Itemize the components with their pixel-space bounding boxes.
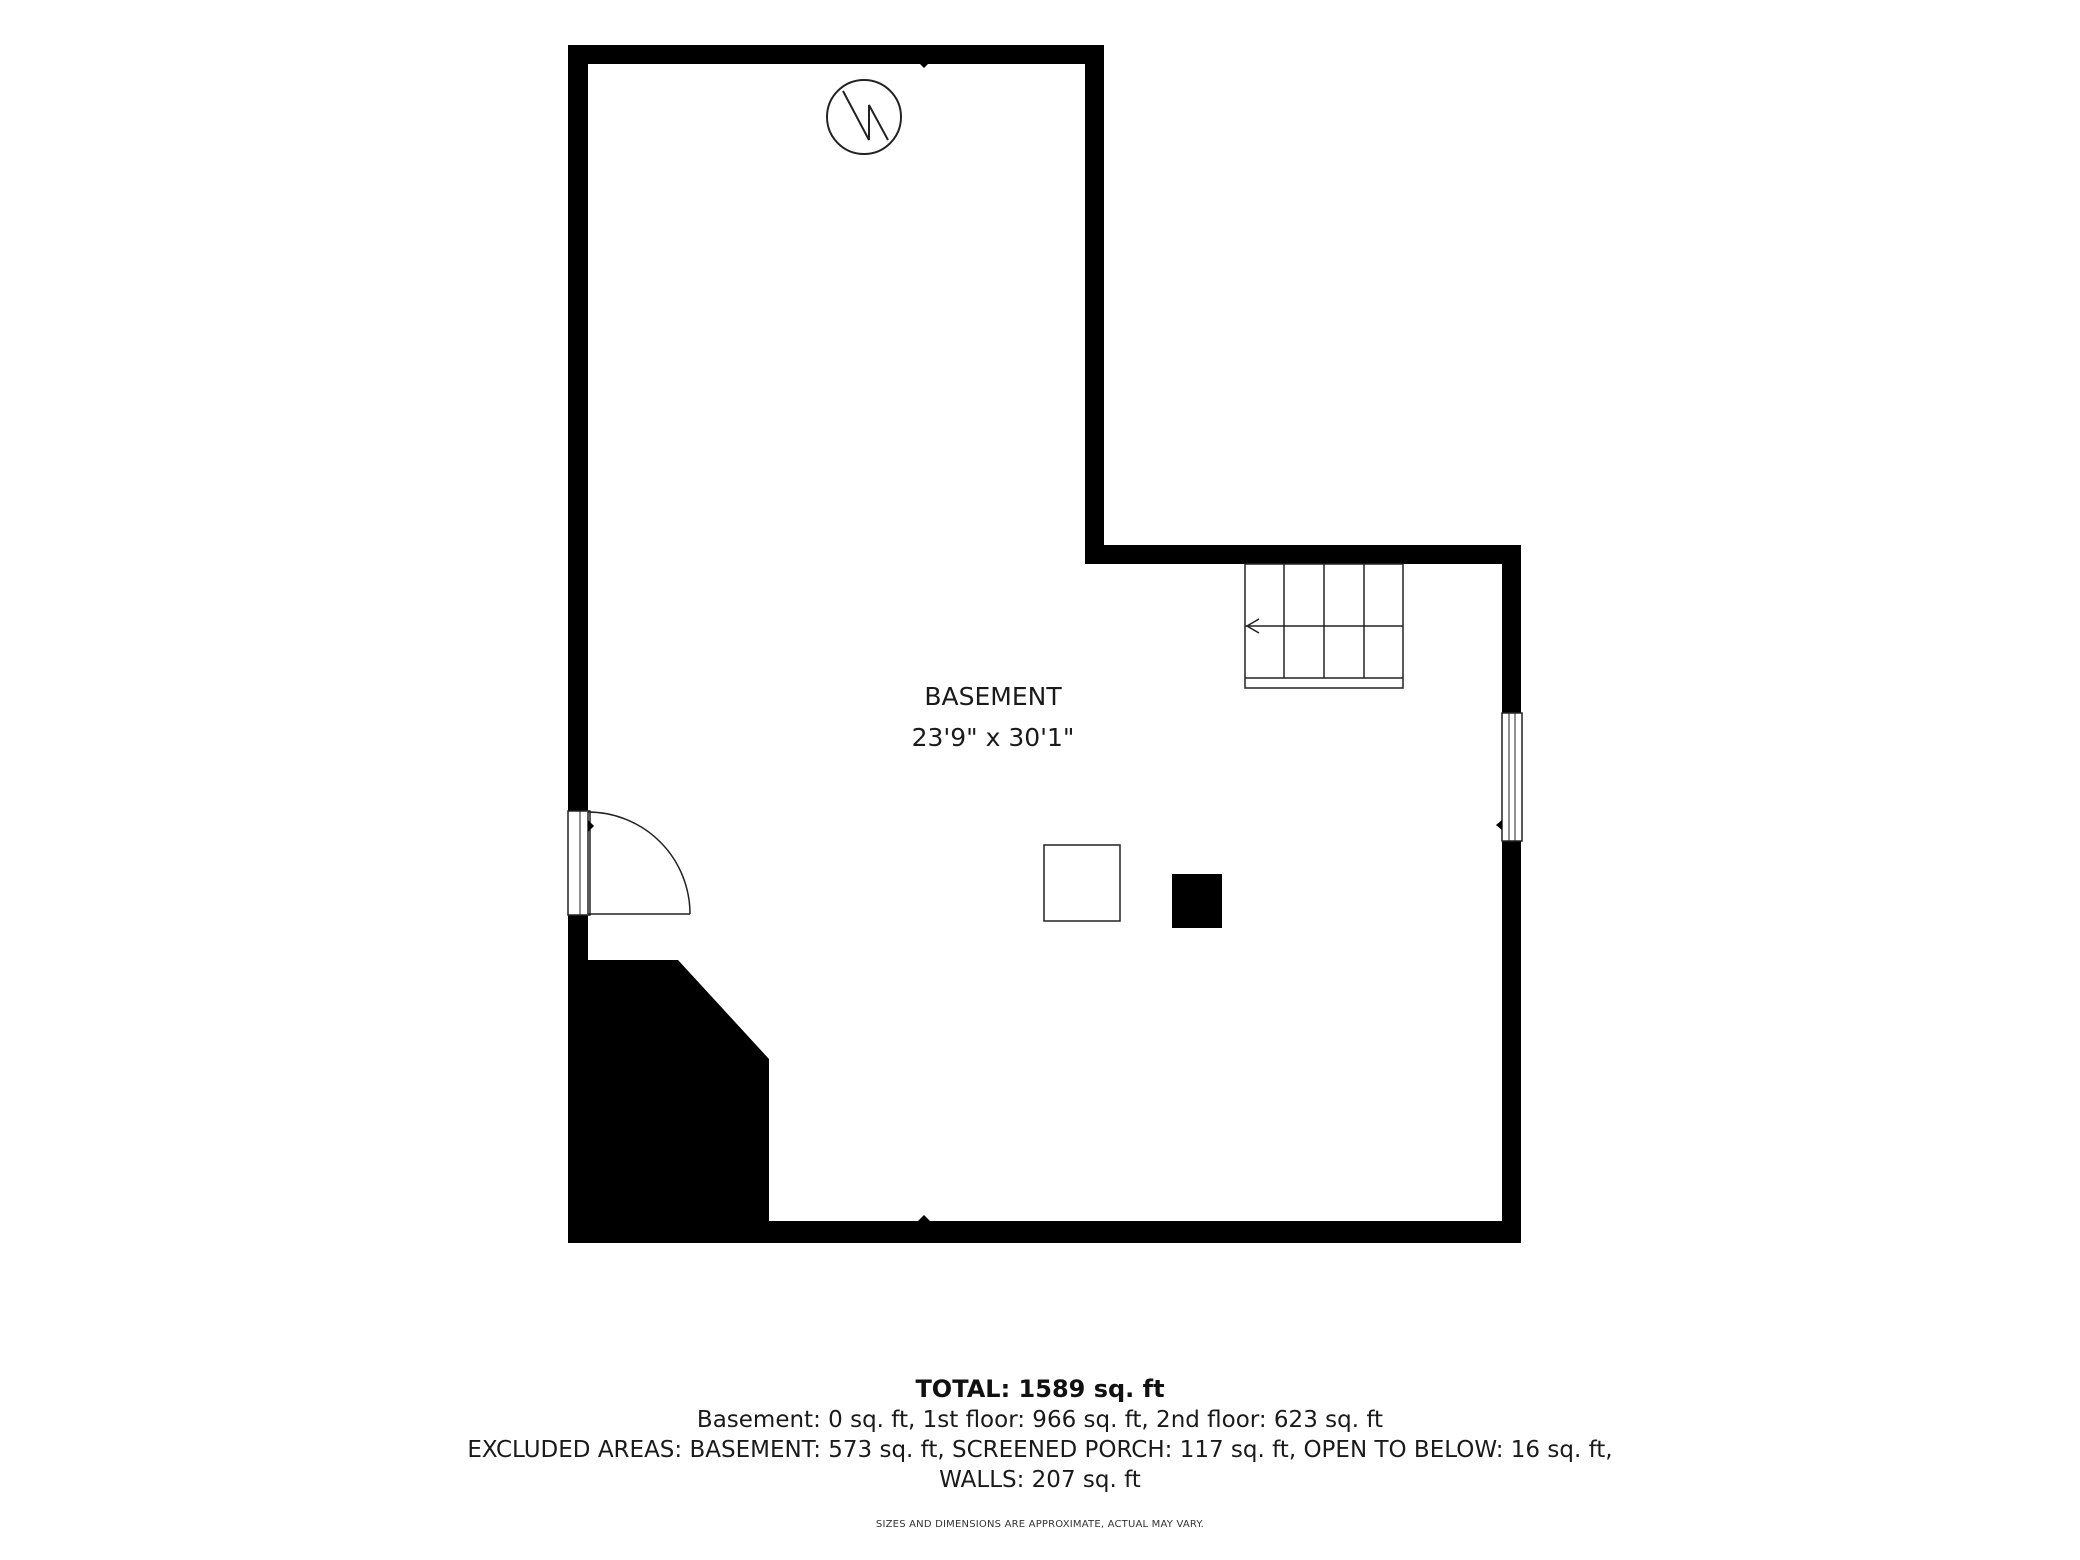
door-swing-icon	[587, 811, 691, 915]
unexcavated-area	[588, 960, 769, 1221]
water-heater-icon	[826, 79, 902, 155]
floors-breakdown: Basement: 0 sq. ft, 1st floor: 966 sq. f…	[696, 1407, 1384, 1433]
window-icon	[1496, 712, 1523, 842]
excluded-areas-line-1: EXCLUDED AREAS: BASEMENT: 573 sq. ft, SC…	[467, 1437, 1613, 1463]
room-name: BASEMENT	[924, 682, 1062, 711]
bottom-wall-marker	[918, 1215, 930, 1221]
excluded-areas-line-2: WALLS: 207 sq. ft	[939, 1467, 1141, 1493]
total-value: 1589 sq. ft	[1018, 1375, 1165, 1403]
support-post-icon	[1172, 874, 1222, 928]
room-dimensions: 23'9" x 30'1"	[912, 723, 1075, 752]
stairs-icon	[1244, 563, 1404, 689]
total-label: TOTAL:	[915, 1375, 1011, 1403]
top-wall-marker	[918, 62, 930, 68]
total-area: TOTAL: 1589 sq. ft	[0, 1375, 2080, 1403]
disclaimer: SIZES AND DIMENSIONS ARE APPROXIMATE, AC…	[875, 1519, 1205, 1530]
equipment-box	[1043, 844, 1121, 922]
door-opening	[567, 810, 591, 916]
